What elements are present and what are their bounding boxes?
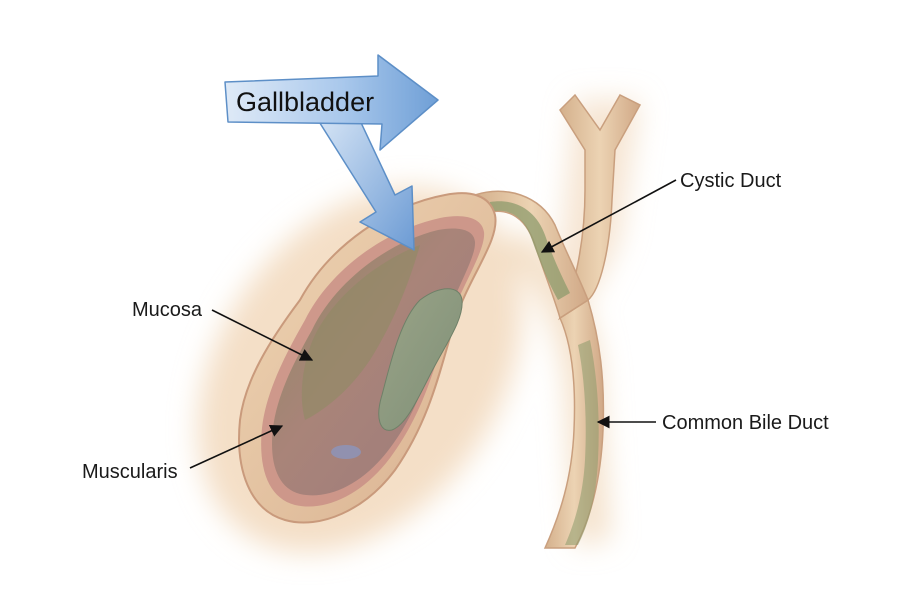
mucosa-label: Mucosa: [132, 299, 203, 321]
cystic-duct-leader: [540, 179, 677, 253]
muscularis-label: Muscularis: [82, 461, 178, 483]
gallbladder-body: [238, 192, 497, 524]
common-bile-duct-label: Common Bile Duct: [662, 412, 829, 434]
gallbladder-label: Gallbladder: [236, 87, 374, 117]
cystic-duct-label: Cystic Duct: [680, 170, 782, 192]
bile-duct-system: [474, 93, 642, 549]
mucosa-leader: [211, 309, 314, 361]
gallbladder-arrow: [224, 54, 439, 251]
muscularis-leader: [189, 424, 284, 469]
